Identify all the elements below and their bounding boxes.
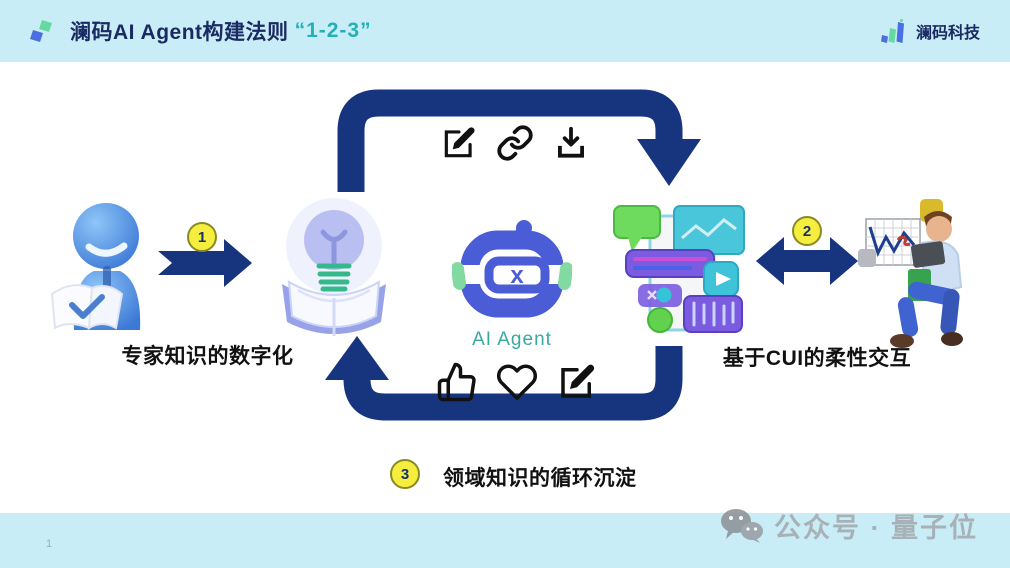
svg-text:x: x	[510, 262, 524, 289]
step2-number: 2	[802, 222, 812, 240]
link-icon	[497, 125, 533, 161]
watermark: 公众号 · 量子位	[720, 506, 978, 545]
thumbs-up-icon	[437, 362, 476, 402]
page-number: 1	[46, 538, 53, 550]
header-bar: 澜码AI Agent构建法则 “1-2-3” 澜码科技	[0, 0, 1010, 62]
brand-name: 澜码科技	[915, 25, 980, 42]
step1-badge: 1	[187, 222, 217, 252]
person-reading-icon	[50, 203, 141, 330]
lanma-logo-mark-icon	[30, 20, 52, 42]
top-arc-arrowhead	[637, 139, 701, 186]
top-icon-row	[440, 124, 590, 162]
bottom-strip	[0, 513, 1010, 568]
bottom-icon-row	[436, 361, 598, 403]
step1-label: 专家知识的数字化	[121, 345, 294, 368]
app-interface-icon	[613, 205, 745, 333]
heart-icon	[496, 364, 538, 400]
step3-label: 领域知识的循环沉淀	[443, 467, 637, 490]
step1-number: 1	[197, 228, 207, 246]
step3-number: 3	[400, 465, 410, 483]
step3-badge: 3	[390, 459, 420, 489]
bar-chart-logo-icon	[880, 19, 904, 43]
person-laptop-chart-icon	[858, 199, 963, 348]
edit-icon	[444, 127, 475, 158]
robot-icon: x	[450, 220, 574, 318]
wechat-icon	[721, 508, 763, 543]
download-icon	[558, 126, 584, 158]
step2-badge: 2	[792, 216, 822, 246]
brand-logo: 澜码科技	[880, 19, 980, 43]
step2-label: 基于CUI的柔性交互	[722, 347, 912, 370]
ai-agent-block: x AI Agent	[450, 218, 574, 351]
ai-agent-label: AI Agent	[472, 329, 552, 350]
slide-title-highlight: “1-2-3”	[294, 19, 372, 42]
watermark-text: 公众号 · 量子位	[774, 513, 978, 543]
edit-icon	[561, 364, 595, 398]
slide-title: 澜码AI Agent构建法则	[70, 21, 289, 44]
book-lightbulb-icon	[282, 198, 386, 336]
